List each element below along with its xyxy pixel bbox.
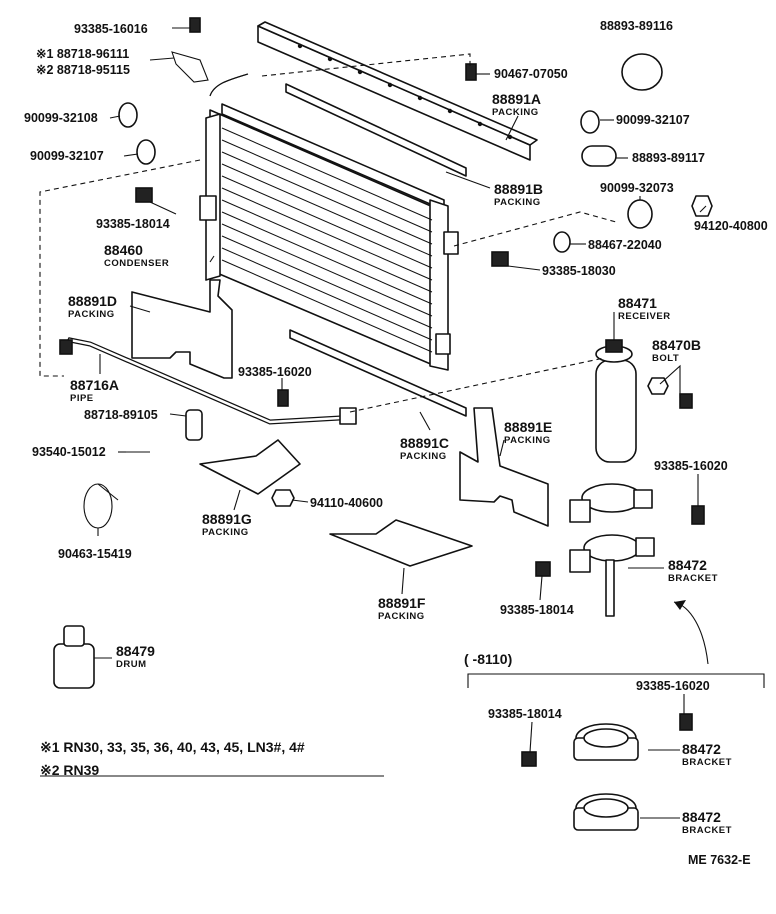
label-90463-15419: 90463-15419 [58, 547, 132, 561]
bracket-main [569, 483, 655, 617]
label-88893-89117: 88893-89117 [632, 151, 705, 165]
label-88891f: 88891F [378, 595, 426, 611]
label-88471-sub: RECEIVER [618, 311, 671, 322]
condenser [199, 73, 459, 371]
label-93385-16020-right: 93385-16020 [654, 459, 728, 473]
label-88891d-sub: PACKING [68, 309, 115, 320]
label-88470b: 88470B [652, 337, 701, 353]
label-88891g: 88891G [202, 511, 252, 527]
label-88891a-sub: PACKING [492, 107, 539, 118]
leader-lines [39, 27, 765, 819]
label-88472-main-sub: BRACKET [668, 573, 718, 584]
note-2: ※2 RN39 [40, 762, 99, 778]
packing-e [459, 407, 549, 527]
label-93540-15012: 93540-15012 [32, 445, 106, 459]
label-88891f-sub: PACKING [378, 611, 425, 622]
label-88891a: 88891A [492, 91, 541, 107]
label-93385-16020-mid: 93385-16020 [238, 365, 312, 379]
label-88472-main: 88472 [668, 557, 707, 573]
label-88891e-sub: PACKING [504, 435, 551, 446]
label-93385-18030: 93385-18030 [542, 264, 616, 278]
label-88891c: 88891C [400, 435, 449, 451]
label-90099-32108: 90099-32108 [24, 111, 98, 125]
note-1: ※1 RN30, 33, 35, 36, 40, 43, 45, LN3#, 4… [40, 739, 305, 755]
label-88460-sub: CONDENSER [104, 258, 169, 269]
packing-d [131, 279, 233, 379]
cap-oval [581, 145, 617, 167]
pipe [59, 337, 357, 425]
label-88891b-sub: PACKING [494, 197, 541, 208]
label-88470b-sub: BOLT [652, 353, 679, 364]
label-88718-95115: ※2 88718-95115 [36, 63, 130, 77]
diagram-code: ME 7632-E [688, 853, 751, 867]
bracket-variant-2 [573, 793, 639, 831]
label-88716a-sub: PIPE [70, 393, 94, 404]
label-88472-box-2-sub: BRACKET [682, 825, 732, 836]
cap-round [621, 53, 663, 91]
label-93385-18014-top: 93385-18014 [96, 217, 170, 231]
label-88479: 88479 [116, 643, 155, 659]
label-88891d: 88891D [68, 293, 117, 309]
label-88891g-sub: PACKING [202, 527, 249, 538]
label-88472-box-1-sub: BRACKET [682, 757, 732, 768]
packing-strip-b [285, 83, 467, 177]
label-88467-22040: 88467-22040 [588, 238, 662, 252]
label-88460: 88460 [104, 242, 143, 258]
label-90467-07050: 90467-07050 [494, 67, 568, 81]
label-88718-96111: ※1 88718-96111 [36, 47, 129, 61]
label-88891b: 88891B [494, 181, 543, 197]
label-range: ( -8110) [464, 651, 512, 667]
label-88718-89105: 88718-89105 [84, 408, 158, 422]
label-88716a: 88716A [70, 377, 119, 393]
label-90099-32073: 90099-32073 [600, 181, 674, 195]
label-88472-box-2: 88472 [682, 809, 721, 825]
clamp [83, 483, 119, 529]
label-88472-box-1: 88472 [682, 741, 721, 757]
label-88893-89116: 88893-89116 [600, 19, 673, 33]
drum [53, 625, 95, 689]
label-94120-40800: 94120-40800 [694, 219, 768, 233]
packing-g [199, 439, 301, 495]
label-90099-32107-left: 90099-32107 [30, 149, 104, 163]
packing-strip-c [289, 329, 467, 417]
label-93385-16016: 93385-16016 [74, 22, 148, 36]
packing-f [329, 519, 473, 567]
mounting-bar [257, 21, 538, 161]
grommet-icon [118, 102, 653, 253]
label-88891e: 88891E [504, 419, 552, 435]
label-93385-18014-box: 93385-18014 [488, 707, 562, 721]
label-94110-40600: 94110-40600 [310, 496, 383, 510]
part-labels: 93385-16016 88893-89116 ※1 88718-96111 ※… [24, 19, 768, 867]
label-93385-16020-box: 93385-16020 [636, 679, 710, 693]
receiver [595, 339, 637, 463]
label-88479-sub: DRUM [116, 659, 147, 670]
label-90099-32107-right: 90099-32107 [616, 113, 690, 127]
bracket-variant-1 [573, 723, 639, 761]
label-88891c-sub: PACKING [400, 451, 447, 462]
label-93385-18014-bottom: 93385-18014 [500, 603, 574, 617]
label-88471: 88471 [618, 295, 657, 311]
